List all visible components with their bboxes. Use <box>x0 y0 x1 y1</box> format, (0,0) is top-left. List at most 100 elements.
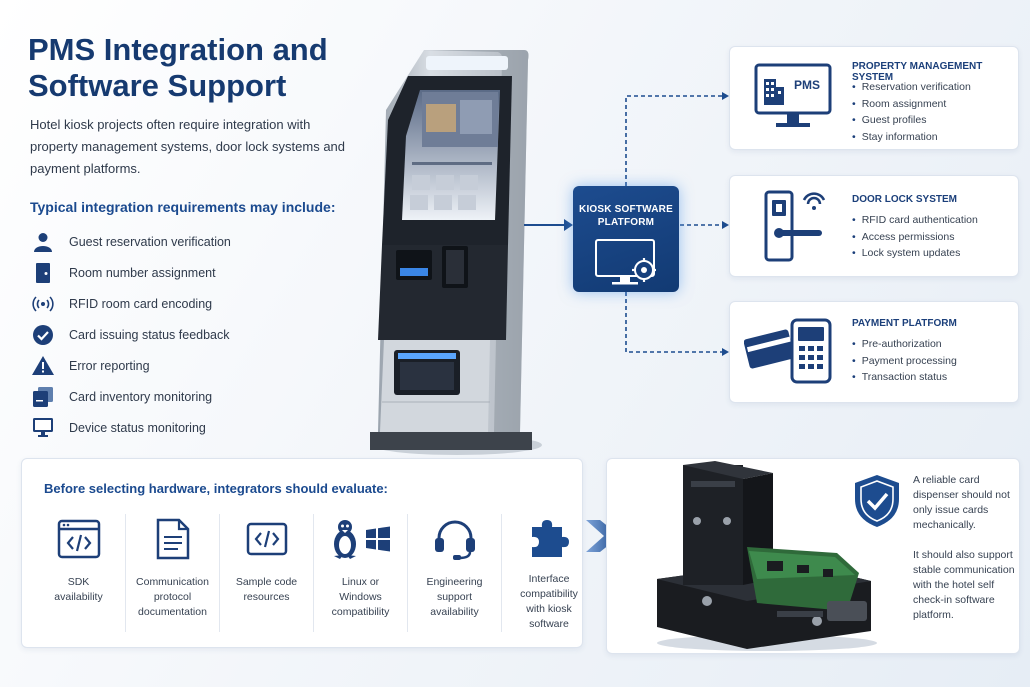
connector-lines <box>524 92 729 356</box>
pms-card: PMS PROPERTY MANAGEMENT SYSTEM Reservati… <box>729 46 1019 150</box>
kiosk-software-platform: KIOSK SOFTWARE PLATFORM <box>573 186 679 292</box>
evaluation-label-line: compatibility <box>520 588 578 600</box>
list-item: Guest profiles <box>852 112 971 129</box>
list-item: Stay information <box>852 129 971 146</box>
list-item: Lock system updates <box>852 245 978 262</box>
pms-icon-label: PMS <box>794 78 821 92</box>
evaluation-label: Engineering support availability <box>426 575 482 620</box>
platform-title-line1: KIOSK SOFTWARE <box>579 204 673 215</box>
list-item-label: Device status monitoring <box>69 420 206 435</box>
warning-icon <box>32 355 54 377</box>
evaluation-label-line: availability <box>54 591 103 603</box>
evaluation-label-line: Engineering <box>426 576 483 588</box>
page-title-line2: Software Support <box>28 68 287 103</box>
door-icon <box>32 262 54 284</box>
payment-card: PAYMENT PLATFORM Pre-authorization Payme… <box>729 301 1019 403</box>
card-dispenser-panel: A reliable card dispenser should not onl… <box>606 458 1020 654</box>
rfid-icon <box>32 293 54 315</box>
puzzle-icon <box>525 516 573 559</box>
list-item-label: Room number assignment <box>69 265 216 280</box>
evaluation-item: Communication protocol documentation <box>126 514 220 632</box>
evaluation-label-line: Interface <box>528 573 570 585</box>
system-title: DOOR LOCK SYSTEM <box>852 194 958 205</box>
list-item-label: Card inventory monitoring <box>69 389 213 404</box>
monitor-gear-icon <box>594 238 658 288</box>
evaluation-items: SDK availability Communication protocol … <box>32 514 596 632</box>
list-item: Device status monitoring <box>32 412 332 443</box>
evaluation-label-line: compatibility <box>331 606 390 618</box>
evaluation-label: SDK availability <box>54 575 102 605</box>
code-window-icon <box>55 516 103 562</box>
evaluation-panel: Before selecting hardware, integrators s… <box>21 458 583 648</box>
evaluation-label-line: support <box>436 591 472 603</box>
evaluation-label-line: with kiosk <box>526 603 572 615</box>
evaluation-label-line: Communication <box>136 576 209 588</box>
evaluation-item: Linux or Windows compatibility <box>314 514 408 632</box>
monitor-icon <box>32 417 54 439</box>
evaluation-item: SDK availability <box>32 514 126 632</box>
list-item-label: Card issuing status feedback <box>69 327 230 342</box>
dispenser-text-1: A reliable card dispenser should not onl… <box>913 474 1010 531</box>
evaluation-item: Engineering support availability <box>408 514 502 632</box>
requirements-heading: Typical integration requirements may inc… <box>30 199 336 215</box>
evaluation-label: Sample code resources <box>236 575 297 605</box>
evaluation-item: Interface compatibility with kiosk softw… <box>502 514 596 632</box>
list-item: Guest reservation verification <box>32 226 332 257</box>
platform-title: KIOSK SOFTWARE PLATFORM <box>573 203 679 229</box>
list-item: Access permissions <box>852 229 978 246</box>
list-item: Payment processing <box>852 353 957 370</box>
system-list: Pre-authorization Payment processing Tra… <box>852 336 957 386</box>
code-icon <box>243 516 291 562</box>
card-dispenser-illustration <box>637 461 881 653</box>
system-title: PAYMENT PLATFORM <box>852 318 957 329</box>
evaluation-label-line: documentation <box>138 606 207 618</box>
list-item: Card inventory monitoring <box>32 381 332 412</box>
headset-icon <box>431 516 479 562</box>
list-item-label: Guest reservation verification <box>69 234 231 249</box>
evaluation-label-line: Linux or <box>341 576 380 588</box>
list-item-label: RFID room card encoding <box>69 296 213 311</box>
cards-stack-icon <box>32 386 54 408</box>
linux-windows-icon <box>329 516 393 562</box>
evaluation-label-line: availability <box>430 606 479 618</box>
kiosk-illustration <box>362 40 542 460</box>
intro-text: Hotel kiosk projects often require integ… <box>30 117 346 176</box>
evaluation-item: Sample code resources <box>220 514 314 632</box>
dispenser-text: A reliable card dispenser should not onl… <box>913 473 1017 623</box>
list-item: Pre-authorization <box>852 336 957 353</box>
page-title-line1: PMS Integration and <box>28 32 328 67</box>
check-circle-icon <box>32 324 54 346</box>
list-item: Error reporting <box>32 350 332 381</box>
evaluation-heading: Before selecting hardware, integrators s… <box>44 481 388 496</box>
payment-terminal-icon <box>743 318 838 386</box>
evaluation-label-line: software <box>529 618 569 630</box>
list-item: Room number assignment <box>32 257 332 288</box>
list-item-label: Error reporting <box>69 358 150 373</box>
door-lock-icon <box>760 190 836 262</box>
evaluation-label-line: Sample code <box>235 576 298 588</box>
evaluation-label: Linux or Windows compatibility <box>332 575 390 620</box>
requirements-list: Guest reservation verification Room numb… <box>32 226 332 443</box>
user-icon <box>32 231 54 253</box>
shield-check-icon <box>853 473 901 529</box>
evaluation-label-line: Windows <box>339 591 382 603</box>
door-lock-card: DOOR LOCK SYSTEM RFID card authenticatio… <box>729 175 1019 277</box>
evaluation-label-line: resources <box>243 591 290 603</box>
evaluation-label-line: protocol <box>153 591 192 603</box>
evaluation-label-line: SDK <box>67 576 90 588</box>
evaluation-label: Interface compatibility with kiosk softw… <box>520 572 578 632</box>
system-list: RFID card authentication Access permissi… <box>852 212 978 262</box>
list-item: RFID card authentication <box>852 212 978 229</box>
list-item: RFID room card encoding <box>32 288 332 319</box>
list-item: Room assignment <box>852 96 971 113</box>
system-list: Reservation verification Room assignment… <box>852 79 971 145</box>
platform-title-line2: PLATFORM <box>597 217 655 228</box>
list-item: Reservation verification <box>852 79 971 96</box>
list-item: Transaction status <box>852 369 957 386</box>
pms-monitor-icon <box>754 63 834 133</box>
evaluation-label: Communication protocol documentation <box>136 575 209 620</box>
document-icon <box>149 516 197 562</box>
system-title: PROPERTY MANAGEMENT SYSTEM <box>852 61 983 83</box>
page-title: PMS Integration and Software Support <box>28 32 388 104</box>
dispenser-text-2: It should also support stable communicat… <box>913 549 1015 621</box>
